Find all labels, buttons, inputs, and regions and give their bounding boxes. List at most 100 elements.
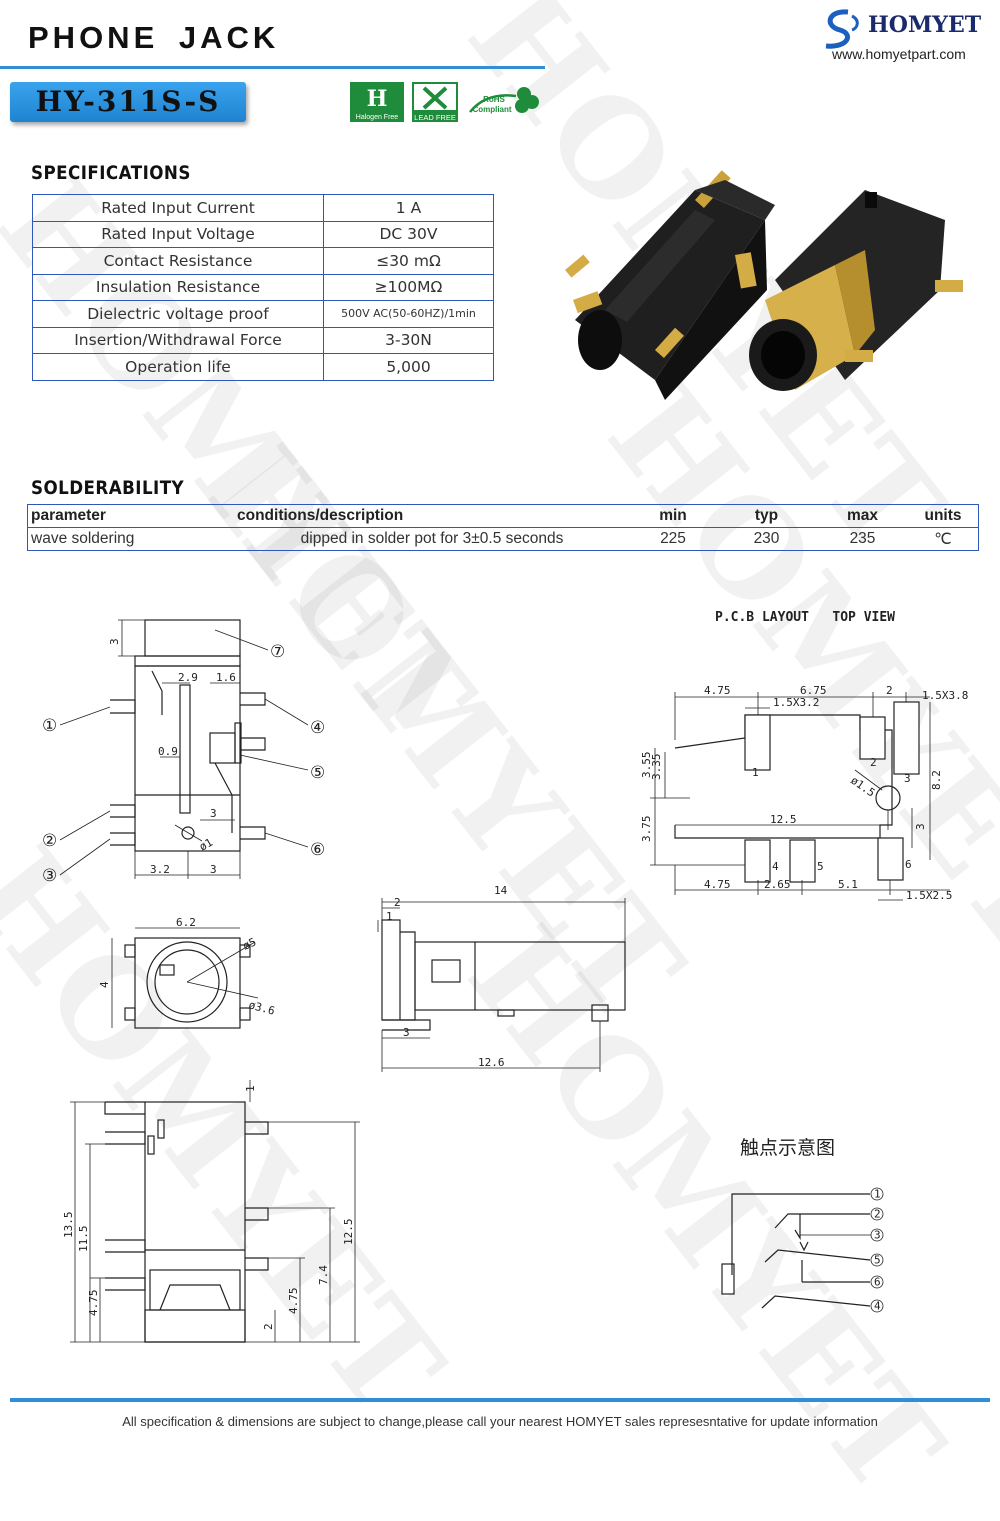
footer-note: All specification & dimensions are subje… — [122, 1414, 878, 1429]
lead-free-label: LEAD FREE — [414, 113, 456, 122]
rohs-compliant-label: Compliant — [472, 105, 511, 114]
pad-label: 1 — [752, 766, 759, 779]
sold-typ: 230 — [753, 530, 780, 547]
sold-max: 235 — [849, 530, 876, 547]
pcb-layout-drawing: 4.75 6.75 2 1.5X3.8 1.5X3.2 3.55 3.35 ø1… — [640, 684, 968, 902]
dim-label: 4.75 — [87, 1290, 100, 1317]
col-header-min: min — [630, 504, 716, 528]
contact-label: 1 — [874, 1188, 881, 1201]
dim-label: 0.9 — [158, 745, 178, 758]
dim-label: 1 — [244, 1085, 257, 1092]
dim-label: 1.6 — [216, 671, 236, 684]
homyet-logo-icon — [825, 9, 859, 49]
pcb-layout-title: P.C.B LAYOUT TOP VIEW — [715, 610, 896, 625]
sold-conditions: dipped in solder pot for 3±0.5 seconds — [300, 530, 564, 547]
contact-label: 6 — [874, 1276, 881, 1289]
pad-label: 6 — [905, 858, 912, 871]
rohs-badge: RoHS Compliant — [466, 82, 540, 122]
brand-website[interactable]: www.homyetpart.com — [832, 46, 966, 62]
dim-label: 6.75 — [800, 684, 827, 697]
dim-label: 12.6 — [478, 1056, 505, 1069]
halogen-free-badge: H Halogen Free — [350, 82, 404, 122]
dim-label: 2 — [394, 896, 401, 909]
table-row: wave soldering dipped in solder pot for … — [28, 528, 979, 551]
callout-7: ⑦ — [270, 642, 285, 662]
lead-free-icon: LEAD FREE — [412, 82, 458, 122]
dim-label: ø3.6 — [247, 998, 276, 1017]
contact-diagram-title: 触点示意图 — [740, 1137, 836, 1159]
contact-diagram: 1 2 3 5 6 4 — [721, 1188, 884, 1313]
bottom-view-drawing: 1 13.5 11.5 12.5 7.4 4.75 4.75 2 — [62, 1080, 360, 1343]
spec-value: 500V AC(50-60HZ)/1min — [323, 300, 494, 328]
spec-param: Rated Input Voltage — [32, 220, 324, 248]
dim-label: 11.5 — [77, 1226, 90, 1253]
dim-label: 1.5X3.8 — [922, 689, 968, 702]
dim-label: 1.5X2.5 — [906, 889, 952, 902]
solderability-table: parameter conditions/description min typ… — [27, 504, 979, 551]
dim-label: 3 — [108, 638, 121, 645]
specifications-title: SPECIFICATIONS — [31, 162, 191, 184]
dim-label: 5.1 — [838, 878, 858, 891]
dim-label: 13.5 — [62, 1212, 75, 1239]
table-header-row: parameter conditions/description min typ… — [27, 504, 979, 528]
sold-parameter: wave soldering — [31, 530, 135, 547]
lead-free-badge: LEAD FREE — [412, 82, 458, 122]
callout-4: ④ — [310, 718, 325, 738]
dim-label: 3.55 — [640, 752, 653, 779]
jack-right-view — [749, 190, 963, 391]
pad-label: 2 — [870, 756, 877, 769]
table-row: Contact Resistance≤30 mΩ — [32, 247, 494, 275]
brand-name: HOMYET — [868, 12, 982, 38]
dim-label: 3.2 — [150, 863, 170, 876]
rohs-label: RoHS — [483, 95, 505, 104]
pad-label: 4 — [772, 860, 779, 873]
pad-label: 5 — [817, 860, 824, 873]
spec-param: Insertion/Withdrawal Force — [32, 326, 324, 354]
spec-param: Dielectric voltage proof — [32, 300, 324, 328]
spec-param: Operation life — [32, 353, 324, 381]
dim-label: 2.9 — [178, 671, 198, 684]
dim-label: 4.75 — [704, 878, 731, 891]
contact-label: 5 — [874, 1254, 881, 1267]
col-header-units: units — [908, 504, 979, 528]
dim-label: 7.4 — [317, 1265, 330, 1285]
contact-label: 2 — [874, 1208, 881, 1221]
col-header-conditions: conditions/description — [234, 504, 630, 528]
dim-label: 4.75 — [287, 1288, 300, 1315]
product-photo — [565, 170, 963, 400]
dim-label: 1.5X3.2 — [773, 696, 819, 709]
dim-label: 12.5 — [342, 1219, 355, 1246]
col-header-max: max — [817, 504, 908, 528]
dim-label: ø1.5 — [848, 774, 877, 800]
document-title: PHONE JACK — [28, 20, 280, 55]
rohs-compliant-icon: RoHS Compliant — [469, 87, 539, 114]
col-header-typ: typ — [716, 504, 817, 528]
profile-view-drawing: 2 1 14 3 12.6 — [377, 884, 626, 1072]
callout-1: ① — [42, 716, 57, 736]
side-view-drawing: 3 2.9 1.6 0.9 3 ø1 3.2 3 ① ② ③ ④ ⑤ ⑥ ⑦ — [42, 619, 325, 886]
spec-value: ≥100MΩ — [323, 273, 494, 301]
spec-param: Contact Resistance — [32, 247, 324, 275]
dim-label: 3.35 — [650, 754, 663, 781]
dim-label: 3 — [210, 807, 217, 820]
spec-value: 5,000 — [323, 353, 494, 381]
svg-text:H: H — [367, 86, 388, 112]
col-header-parameter: parameter — [27, 504, 234, 528]
model-number-badge: HY-311S-S — [10, 82, 246, 122]
title-underline — [0, 66, 545, 69]
sold-min: 225 — [660, 530, 686, 547]
callout-6: ⑥ — [310, 840, 325, 860]
dim-label: 8.2 — [930, 770, 943, 790]
dim-label: 2 — [262, 1323, 275, 1330]
halogen-free-label: Halogen Free — [356, 114, 399, 121]
sold-units: ℃ — [934, 530, 952, 548]
spec-param: Rated Input Current — [32, 194, 324, 222]
contact-label: 3 — [874, 1229, 881, 1242]
spec-value: 1 A — [323, 194, 494, 222]
dim-label: 2 — [886, 684, 893, 697]
